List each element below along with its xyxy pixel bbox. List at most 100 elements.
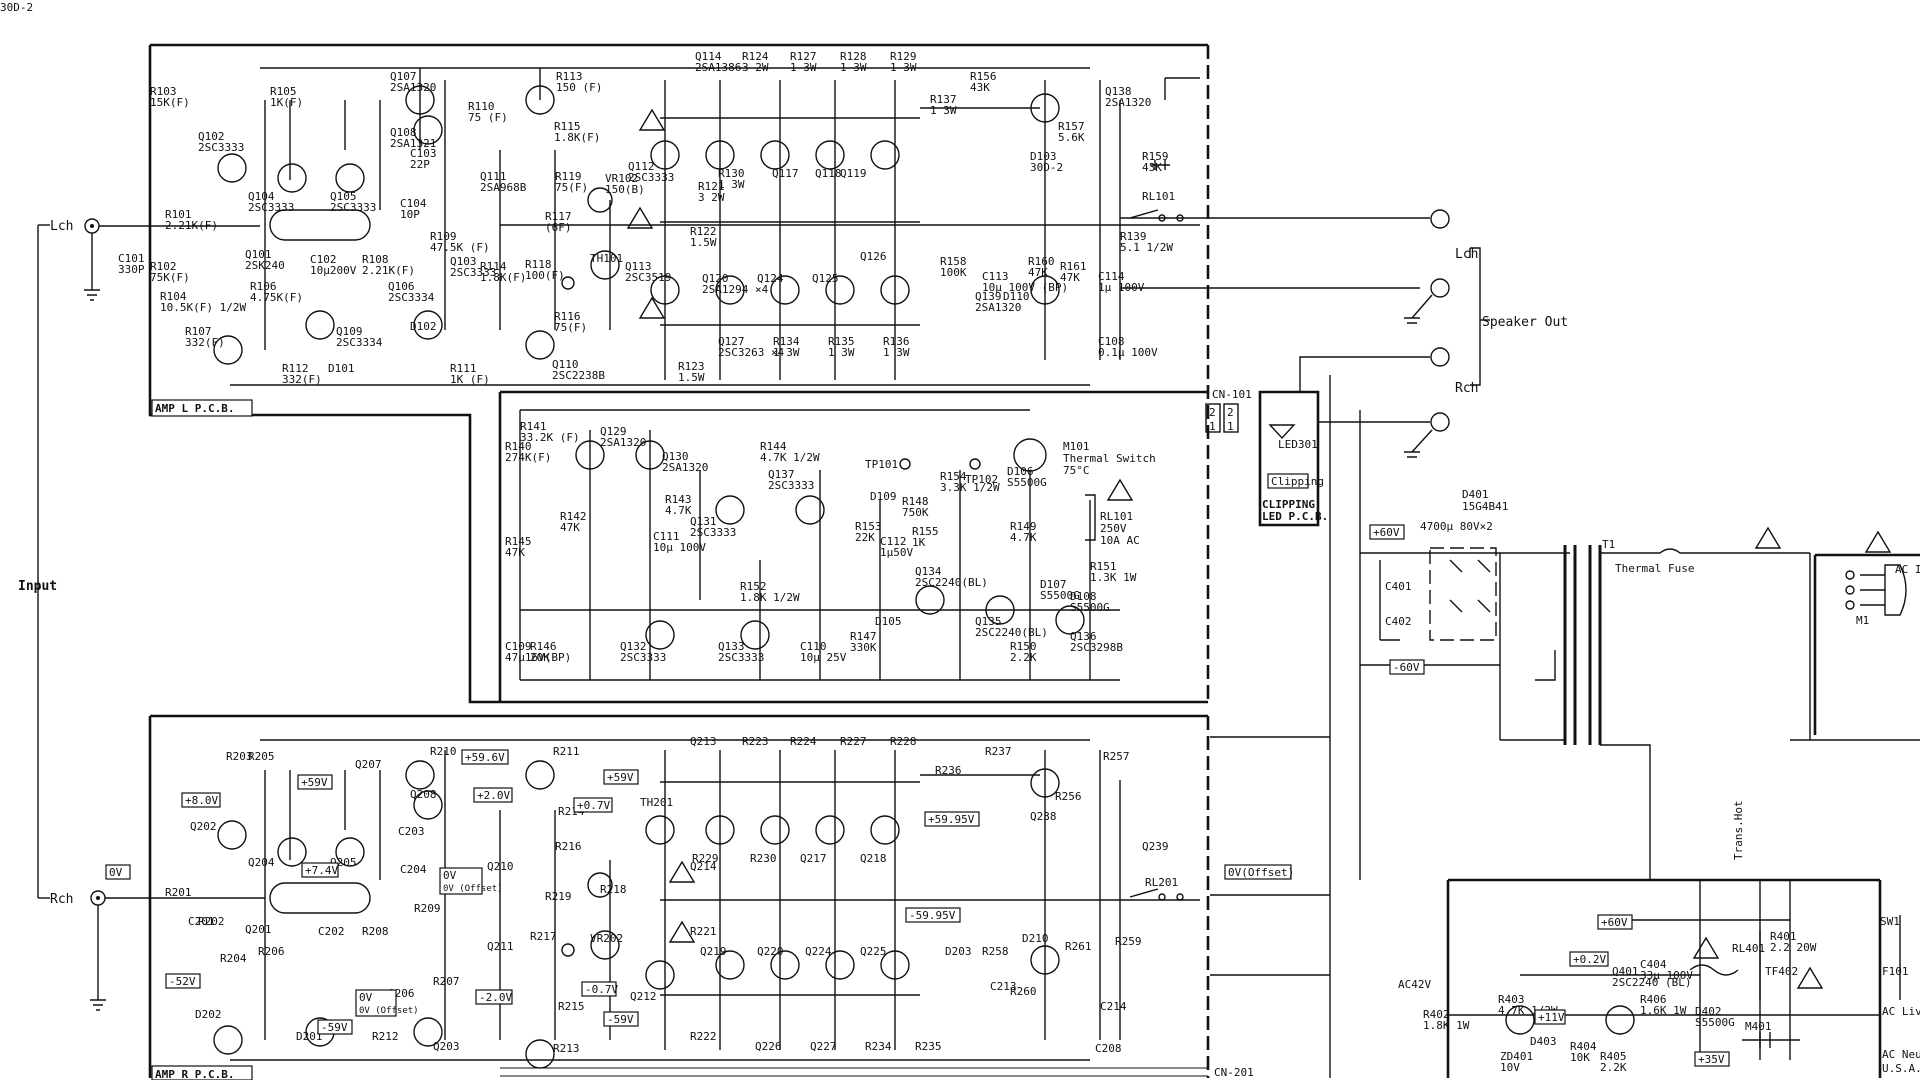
component-r223-label: R223 xyxy=(742,735,769,748)
tp101-label: TP101 xyxy=(865,458,898,471)
q224-symbol xyxy=(715,950,745,980)
component-r261-label: R261 xyxy=(1065,940,1092,953)
amp-l-wiring xyxy=(213,67,1200,386)
f101-label: F101 xyxy=(1882,965,1909,978)
component-c204-label: C204 xyxy=(400,863,427,876)
rch-speaker-terminal-minus xyxy=(1430,412,1450,432)
component-c202-label: C202 xyxy=(318,925,345,938)
rch-input-label: Rch xyxy=(50,892,73,907)
q211-symbol xyxy=(525,1039,555,1069)
voltage-tag: -0.7V xyxy=(585,983,618,996)
component-d204-label: D204 xyxy=(0,0,27,3)
pin-2: 2 xyxy=(1209,406,1216,419)
rl101-coil-label: RL101 xyxy=(1100,510,1133,523)
q401-symbol xyxy=(1605,1005,1635,1035)
vr202-symbol xyxy=(561,943,575,957)
q119-symbol xyxy=(815,140,845,170)
component-c208-label: C208 xyxy=(1095,1042,1122,1055)
clipping-tag xyxy=(1267,473,1309,489)
component-d201-label: D201 xyxy=(296,1030,323,1043)
component-q219-label: Q219 xyxy=(700,945,727,958)
component-q224-label: Q224 xyxy=(805,945,832,958)
component-r256-label: R256 xyxy=(1055,790,1082,803)
q107-symbol xyxy=(405,85,435,115)
q127-symbol xyxy=(880,275,910,305)
clipping-led-pcb-label-1: CLIPPING xyxy=(1262,498,1315,511)
component-r210-label: R210 xyxy=(430,745,457,758)
component-r218-label: R218 xyxy=(600,883,627,896)
lch-speaker-terminal-minus xyxy=(1430,278,1450,298)
q226-symbol xyxy=(825,950,855,980)
component-r229-label: R229 xyxy=(692,852,719,865)
pin-2b: 2 xyxy=(1227,406,1234,419)
q227-symbol xyxy=(880,950,910,980)
q219-symbol xyxy=(815,815,845,845)
component-c401-label: C401 xyxy=(1385,580,1412,593)
component-q118-label: Q118 xyxy=(815,167,842,180)
component-r203-label: R203 xyxy=(226,750,253,763)
voltage-tag-offset: 0V (Offset) xyxy=(443,884,503,894)
component-th201-label: TH201 xyxy=(640,796,673,809)
q105-symbol xyxy=(335,163,365,193)
component-r212-label: R212 xyxy=(372,1030,399,1043)
component-c214-label: C214 xyxy=(1100,1000,1127,1013)
voltage-tag: 0V xyxy=(359,991,373,1004)
q120-symbol xyxy=(870,140,900,170)
rl201-label: RL201 xyxy=(1145,876,1178,889)
ac-in-label: AC In xyxy=(1895,563,1920,576)
warning-icon xyxy=(1692,936,1720,959)
rch-jack-pin xyxy=(96,896,100,900)
q130-symbol xyxy=(635,440,665,470)
component-r224-label: R224 xyxy=(790,735,817,748)
pcb-borders xyxy=(148,43,1920,1078)
component-r209-label: R209 xyxy=(414,902,441,915)
q218-symbol xyxy=(760,815,790,845)
q202-symbol xyxy=(217,820,247,850)
component-q207-label: Q207 xyxy=(355,758,382,771)
component-q226-label: Q226 xyxy=(755,1040,782,1053)
q111-symbol xyxy=(525,330,555,360)
q124-symbol xyxy=(715,275,745,305)
tp102-label: TP102 xyxy=(965,473,998,486)
voltage-tag: +59.6V xyxy=(465,751,505,764)
lch-jack-pin xyxy=(90,224,94,228)
component-d110-label: D110 xyxy=(1003,290,1030,303)
th101-symbol xyxy=(587,187,613,213)
q139-symbol xyxy=(1030,275,1060,305)
lch-output-label: Lch xyxy=(1455,247,1478,262)
voltage-tag: +59V xyxy=(301,776,328,789)
q125-symbol xyxy=(770,275,800,305)
m1-label: M1 xyxy=(1856,614,1869,627)
q132-symbol xyxy=(645,620,675,650)
q131-symbol xyxy=(715,495,745,525)
protection-wiring xyxy=(519,409,1120,681)
amp-l-pcb-label-box xyxy=(151,399,253,417)
component-d104-label: D10430D-2 xyxy=(0,0,33,14)
